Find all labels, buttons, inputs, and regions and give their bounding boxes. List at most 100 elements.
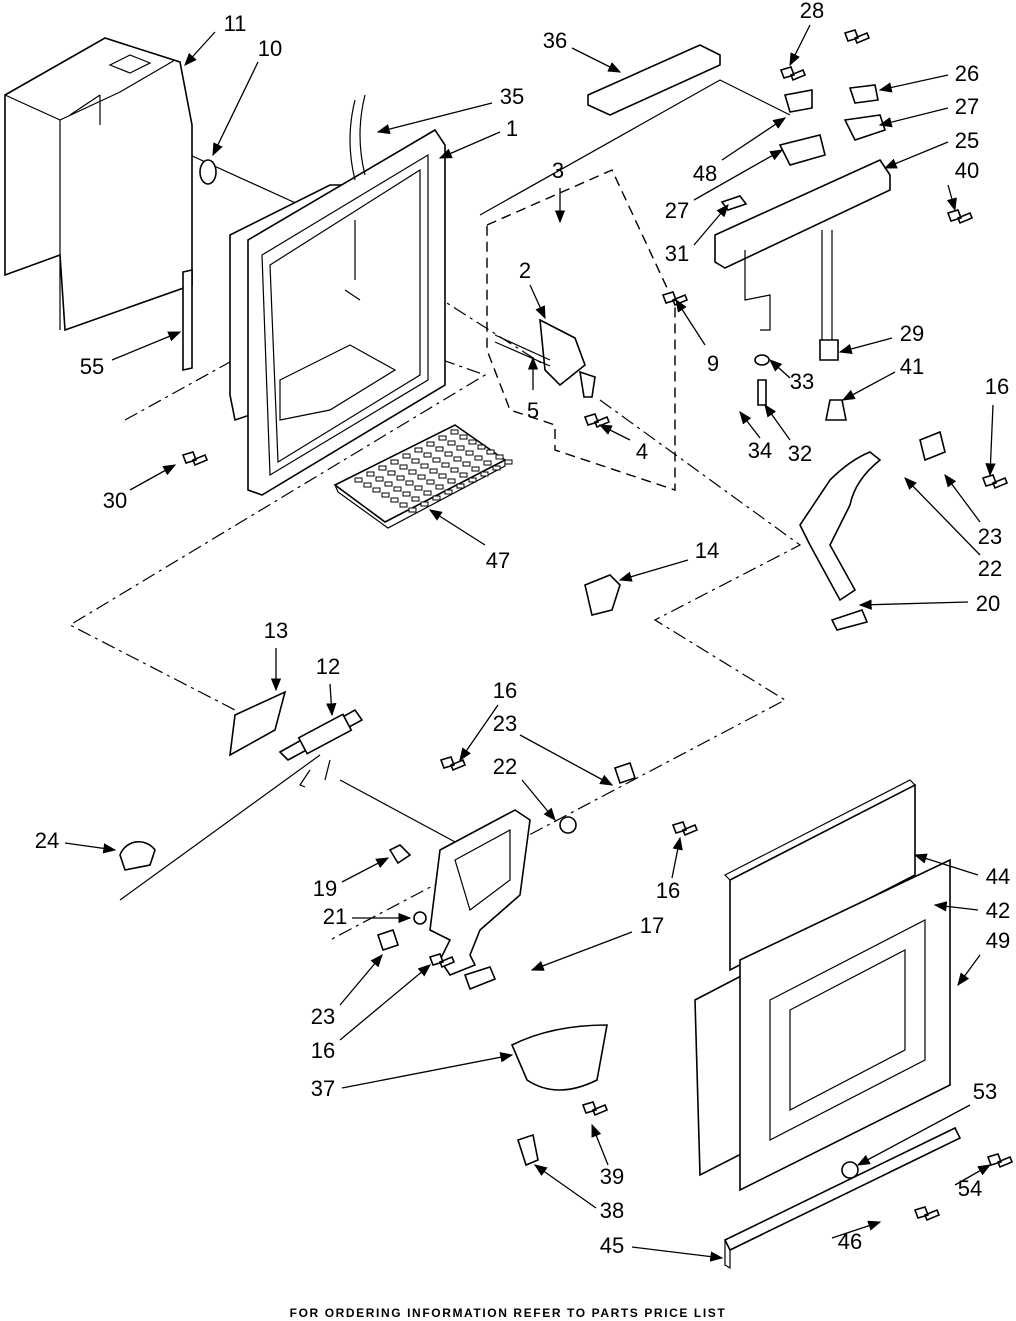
- screw-icon: [915, 1207, 939, 1220]
- callout-p55: 55: [80, 354, 104, 379]
- callout-p11: 11: [224, 11, 247, 36]
- callout-p19: 19: [313, 876, 337, 901]
- callout-p26: 26: [955, 61, 979, 86]
- callout-p23b: 23: [493, 711, 517, 736]
- leader-line-p36: [572, 48, 620, 72]
- grille-slot: [418, 475, 425, 479]
- grille-slot: [466, 451, 473, 455]
- leader-line-p29: [840, 338, 892, 352]
- callout-p32: 32: [788, 441, 812, 466]
- part-23-bracket-b: [615, 763, 635, 783]
- grille-slot: [415, 448, 422, 452]
- grille-slot: [445, 452, 452, 456]
- screw-icon: [585, 414, 609, 427]
- screw-icon: [673, 822, 697, 835]
- leader-line-p34: [740, 412, 760, 438]
- leader-line-p9: [676, 300, 705, 345]
- grille-slot: [463, 462, 470, 466]
- part-13-plate: [230, 692, 285, 755]
- callout-p29: 29: [900, 321, 924, 346]
- grille-slot: [406, 481, 413, 485]
- grille-slot: [439, 436, 446, 440]
- grille-slot: [481, 472, 488, 476]
- screw-icon: [988, 1154, 1012, 1167]
- callout-p34: 34: [748, 438, 772, 463]
- callout-p42: 42: [986, 898, 1010, 923]
- part-38-clip: [518, 1135, 538, 1165]
- grille-slot: [451, 468, 458, 472]
- leader-line-p16d: [340, 965, 430, 1040]
- leader-line-p37: [342, 1055, 512, 1088]
- callout-p25: 25: [955, 128, 979, 153]
- callout-p9: 9: [707, 351, 719, 376]
- part-20-lever: [800, 432, 945, 630]
- grille-slot: [409, 470, 416, 474]
- callout-p35: 35: [500, 84, 524, 109]
- leader-line-p27a: [880, 108, 948, 125]
- grille-slot: [484, 461, 491, 465]
- leader-line-p23b: [520, 735, 612, 785]
- grille-slot: [412, 459, 419, 463]
- callout-p49: 49: [986, 928, 1010, 953]
- grille-slot: [385, 482, 392, 486]
- grille-slot: [442, 463, 449, 467]
- leader-line-p22b: [522, 780, 555, 820]
- grille-slot: [400, 503, 407, 507]
- callout-p17: 17: [640, 913, 664, 938]
- part-37-drip-tray: [512, 1025, 607, 1090]
- leader-line-p45: [632, 1247, 722, 1258]
- screw-icon: [948, 210, 972, 223]
- grille-slot: [403, 454, 410, 458]
- leader-line-p4: [600, 425, 630, 440]
- grille-slot: [376, 477, 383, 481]
- grille-slot: [469, 440, 476, 444]
- grille-slot: [493, 466, 500, 470]
- callout-p14: 14: [695, 538, 719, 563]
- grille-slot: [439, 474, 446, 478]
- part-1-frame: [230, 95, 445, 495]
- callout-p16a: 16: [985, 374, 1009, 399]
- callout-p3: 3: [552, 158, 564, 183]
- leader-line-p49: [958, 955, 980, 985]
- screw-icon: [781, 67, 805, 80]
- grille-slot: [382, 493, 389, 497]
- grille-slot: [478, 445, 485, 449]
- grille-slot: [421, 502, 428, 506]
- leader-line-p14: [620, 560, 688, 580]
- grille-slot: [421, 464, 428, 468]
- grille-slot: [373, 488, 380, 492]
- grille-slot: [409, 508, 416, 512]
- part-2-lever: [495, 320, 595, 397]
- leader-line-p2: [530, 285, 545, 318]
- grille-slot: [505, 460, 512, 464]
- leader-line-p19: [342, 858, 388, 882]
- callout-p31: 31: [665, 241, 689, 266]
- leader-line-p16a: [990, 405, 993, 475]
- part-22-spring: [560, 817, 576, 833]
- callout-p12: 12: [316, 654, 340, 679]
- leader-line-p55: [112, 332, 180, 360]
- leader-line-p41: [843, 372, 895, 400]
- callout-p24: 24: [35, 828, 59, 853]
- callout-p44: 44: [986, 864, 1010, 889]
- screw-icon: [845, 30, 869, 43]
- grille-slot: [388, 471, 395, 475]
- grille-slot: [430, 469, 437, 473]
- grille-slot: [472, 467, 479, 471]
- grille-slot: [433, 458, 440, 462]
- callout-p27b: 27: [665, 198, 689, 223]
- grille-slot: [364, 483, 371, 487]
- grille-slot: [403, 492, 410, 496]
- leader-line-p16c: [672, 838, 680, 878]
- leader-line-p23a: [945, 475, 980, 522]
- leader-line-p26: [880, 75, 948, 90]
- callout-p41: 41: [900, 354, 924, 379]
- grille-slot: [379, 466, 386, 470]
- part-14-clip: [585, 575, 620, 615]
- leader-line-p40: [948, 185, 955, 210]
- part-23-bracket: [378, 930, 398, 950]
- grille-slot: [460, 473, 467, 477]
- grille-slot: [457, 446, 464, 450]
- callout-p5: 5: [527, 398, 539, 423]
